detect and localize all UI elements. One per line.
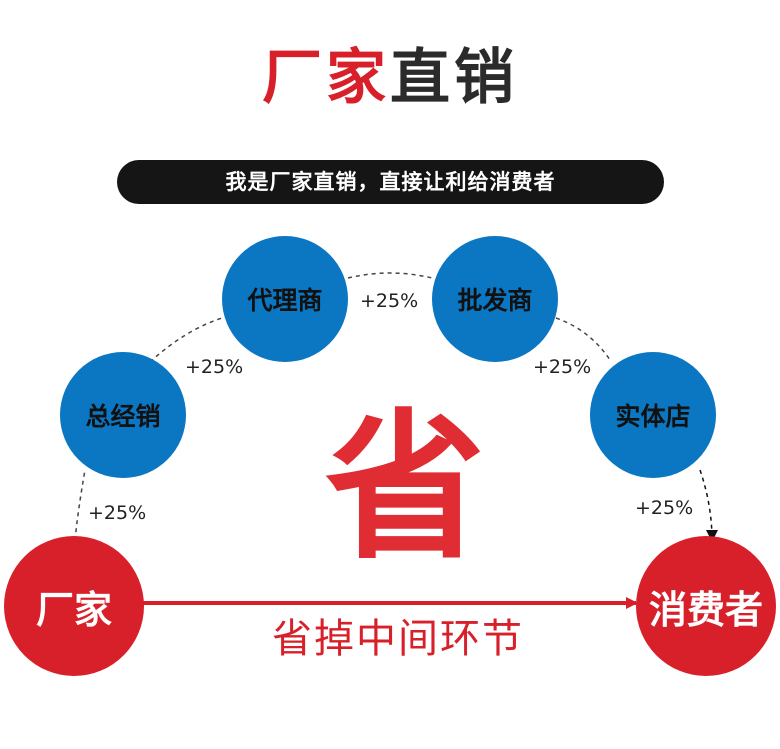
title-part-dark: 直销 [390, 43, 518, 113]
node-agent: 代理商 [222, 236, 348, 362]
title-part-red: 厂家 [262, 43, 390, 113]
node-agent-label: 代理商 [247, 286, 323, 315]
node-consumer: 消费者 [636, 536, 776, 676]
subtitle: 省掉中间环节 [272, 616, 524, 662]
page-title: 厂家直销 [0, 42, 780, 114]
dashed-link-wholesaler-retail [555, 317, 611, 361]
dashed-link-retail-consumer [699, 469, 718, 542]
dashed-link-distributor-agent [149, 317, 223, 363]
node-retail-store: 实体店 [590, 352, 716, 478]
dashed-link-agent-wholesaler [347, 272, 433, 279]
markup-label: +25% [533, 356, 592, 378]
slogan-banner: 我是厂家直销，直接让利给消费者 [117, 160, 664, 204]
markup-label: +25% [635, 497, 694, 519]
node-factory: 厂家 [4, 536, 144, 676]
node-distributor-label: 总经销 [85, 402, 161, 431]
node-factory-label: 厂家 [35, 587, 112, 632]
markup-label: +25% [88, 502, 147, 524]
node-general-distributor: 总经销 [60, 352, 186, 478]
node-wholesaler-label: 批发商 [457, 286, 533, 315]
markup-label: +25% [360, 290, 419, 312]
dashed-link-factory-distributor [74, 469, 86, 541]
node-retail-label: 实体店 [615, 402, 691, 431]
node-wholesaler: 批发商 [432, 236, 558, 362]
markup-label: +25% [185, 356, 244, 378]
node-consumer-label: 消费者 [648, 587, 763, 632]
save-character: 省 [324, 394, 485, 581]
